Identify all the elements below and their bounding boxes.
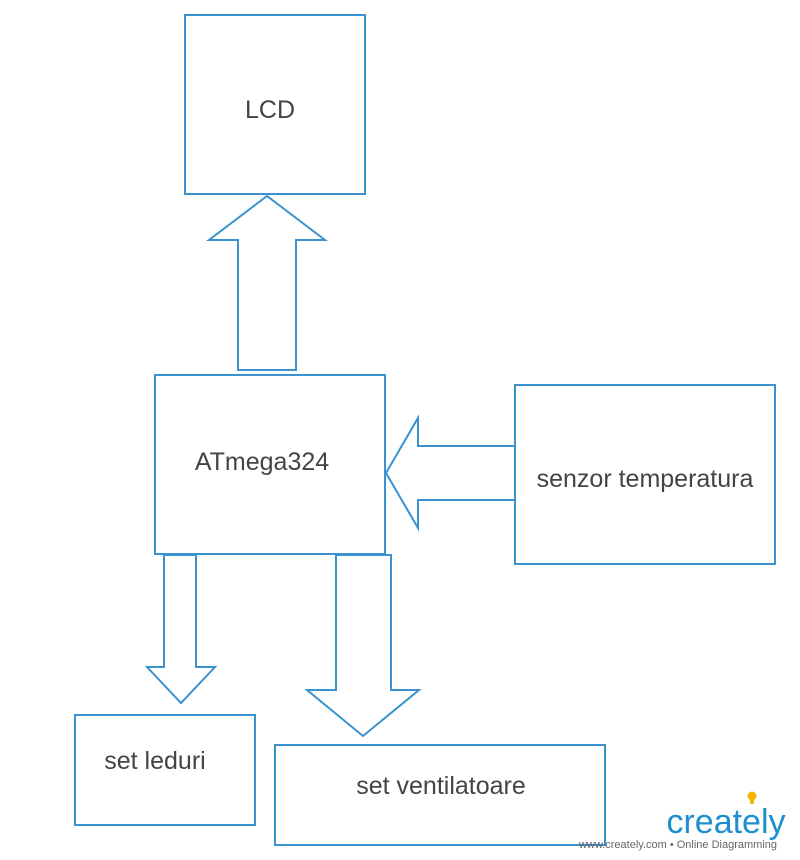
sensor-label: senzor temperatura bbox=[537, 465, 754, 493]
fans-node[interactable]: set ventilatoare bbox=[274, 744, 606, 846]
fans-label: set ventilatoare bbox=[356, 772, 526, 800]
leds-node[interactable]: set leduri bbox=[74, 714, 256, 826]
lcd-label: LCD bbox=[245, 96, 295, 124]
arrow-mcu-to-fans bbox=[304, 554, 422, 738]
creately-watermark: creately www.creately.com • Online Diagr… bbox=[578, 791, 786, 851]
brand-tagline: www.creately.com • Online Diagramming bbox=[578, 839, 777, 851]
mcu-node[interactable]: ATmega324 bbox=[154, 374, 386, 555]
leds-label: set leduri bbox=[104, 747, 205, 775]
arrow-mcu-to-lcd bbox=[206, 194, 328, 371]
brand-wordmark: creately bbox=[666, 803, 785, 841]
lightbulb-icon bbox=[747, 791, 757, 804]
lcd-node[interactable]: LCD bbox=[184, 14, 366, 195]
mcu-label: ATmega324 bbox=[195, 448, 329, 476]
arrow-sensor-to-mcu bbox=[384, 414, 516, 532]
sensor-node[interactable]: senzor temperatura bbox=[514, 384, 776, 565]
arrow-mcu-to-leds bbox=[144, 554, 218, 705]
